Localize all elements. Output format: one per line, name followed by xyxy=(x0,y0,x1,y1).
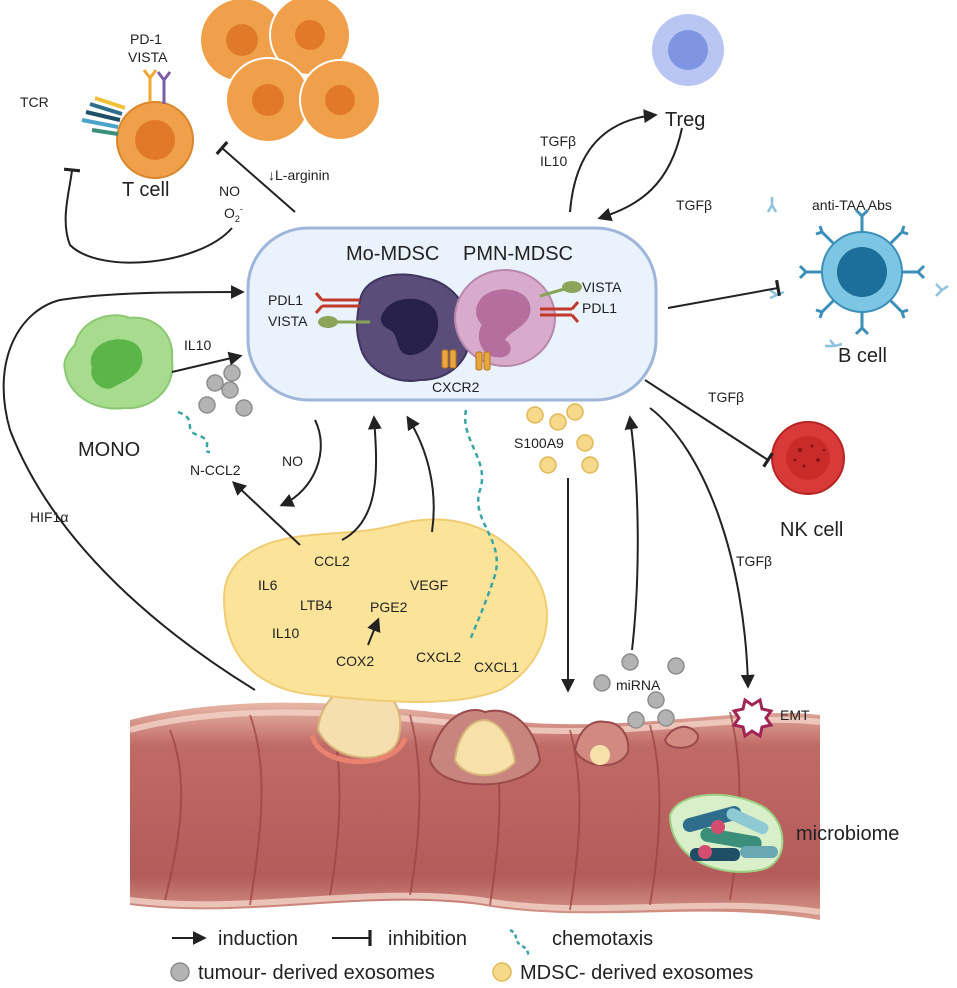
legend-mdsc-exosomes-label: MDSC- derived exosomes xyxy=(520,962,753,984)
pmn-mdsc-cell xyxy=(454,269,556,367)
pd1-label: PD-1 xyxy=(130,31,162,47)
ltb4-label: LTB4 xyxy=(300,597,333,613)
cxcr2-receptor xyxy=(441,349,491,371)
arrow-vegf-to-mdsc xyxy=(406,415,435,533)
inhibit-l-arginin xyxy=(215,140,296,213)
mdsc-exosomes xyxy=(526,403,599,474)
arrow-cox2-pge2 xyxy=(367,617,381,646)
arrow-ccl2-to-mdsc xyxy=(341,415,382,541)
ccl2-label: CCL2 xyxy=(314,553,350,569)
anti-taa-label: anti-TAA Abs xyxy=(812,197,892,213)
pdl1-right-label: PDL1 xyxy=(582,300,617,316)
tumour-exosomes-mirna xyxy=(593,653,685,729)
arrow-mirna-up xyxy=(624,415,639,651)
vista-t-receptor xyxy=(156,71,172,104)
tgfb-treg-out-label: TGFβ xyxy=(540,133,576,149)
arrow-to-treg xyxy=(569,109,658,213)
vegf-label: VEGF xyxy=(410,577,448,593)
cxcl1-label: CXCL1 xyxy=(474,659,519,675)
tgfb-treg-in-label: TGFβ xyxy=(676,197,712,213)
il10-treg-out-label: IL10 xyxy=(540,153,567,169)
vista-left-receptor xyxy=(318,316,370,328)
mirna-label: miRNA xyxy=(616,677,661,693)
tumour-4 xyxy=(663,725,699,749)
treg-cell xyxy=(652,14,724,86)
pge2-label: PGE2 xyxy=(370,599,408,615)
legend-tumour-exosomes-label: tumour- derived exosomes xyxy=(198,962,435,984)
vista-right-receptor xyxy=(539,281,582,298)
microbiome-label: microbiome xyxy=(796,823,899,845)
hif1a-label: HIF1α xyxy=(30,509,68,525)
tcr-receptors xyxy=(81,96,126,136)
inhibit-nk-cell xyxy=(644,379,774,468)
arrow-ccl2-to-nccl2 xyxy=(231,481,301,546)
arrow-no-to-tcell xyxy=(63,167,233,264)
o2-label: O2- xyxy=(224,204,243,224)
t-cell-label: T cell xyxy=(122,179,169,201)
nk-cell-label: NK cell xyxy=(780,519,843,541)
pdl1-left-receptor xyxy=(314,292,360,314)
inhibit-b-cell xyxy=(667,279,782,309)
chemotaxis-mono xyxy=(177,410,211,454)
s100a9-label: S100A9 xyxy=(514,435,564,451)
mo-mdsc-label: Mo-MDSC xyxy=(346,243,439,265)
tumour-exosomes-mono xyxy=(198,364,253,417)
no-mid-label: NO xyxy=(282,453,303,469)
pd1-receptor xyxy=(142,69,158,102)
legend-tumour-exosome-icon xyxy=(170,962,190,982)
tumour-cell-cluster xyxy=(199,0,381,143)
legend-chemotaxis-label: chemotaxis xyxy=(552,928,653,950)
tgfb-nk-label: TGFβ xyxy=(708,389,744,405)
legend: induction inhibition chemotaxis tumour- … xyxy=(170,928,753,984)
tcr-label: TCR xyxy=(20,94,49,110)
pdl1-right-receptor xyxy=(540,301,580,323)
il6-label: IL6 xyxy=(258,577,278,593)
chemotaxis-cxcl xyxy=(463,409,498,641)
legend-inhibition-label: inhibition xyxy=(388,928,467,950)
b-cell xyxy=(798,208,926,336)
vista-left-label: VISTA xyxy=(268,313,308,329)
no-t-label: NO xyxy=(219,183,240,199)
arrow-treg-to-mdsc xyxy=(597,127,683,222)
vista-t-label: VISTA xyxy=(128,49,168,65)
pmn-mdsc-label: PMN-MDSC xyxy=(463,243,573,265)
arrow-tgfb-emt xyxy=(649,407,755,689)
il10-label: IL10 xyxy=(272,625,299,641)
arrow-mono-il10 xyxy=(171,351,243,373)
microbiome-cluster xyxy=(668,793,784,873)
t-cell xyxy=(116,101,194,179)
arrow-hif1a xyxy=(2,285,256,691)
mono-label: MONO xyxy=(78,439,140,461)
treg-label: Treg xyxy=(665,109,705,131)
il10-mono-label: IL10 xyxy=(184,337,211,353)
nk-cell xyxy=(771,421,845,495)
tgfb-emt-label: TGFβ xyxy=(736,553,772,569)
emt-label: EMT xyxy=(780,707,810,723)
emt-star-icon xyxy=(731,697,774,739)
tumour-factor-blob xyxy=(222,518,549,703)
legend-induction-label: induction xyxy=(218,928,298,950)
tumour-2 xyxy=(428,708,542,786)
mono-cell xyxy=(63,314,174,410)
legend-chemotaxis-icon xyxy=(509,928,531,957)
cxcr2-label: CXCR2 xyxy=(432,379,480,395)
arrow-no-mid xyxy=(279,419,322,507)
vista-right-label: VISTA xyxy=(582,279,622,295)
legend-mdsc-exosome-icon xyxy=(492,962,512,982)
cxcl2-label: CXCL2 xyxy=(416,649,461,665)
b-cell-label: B cell xyxy=(838,345,887,367)
cox2-label: COX2 xyxy=(336,653,374,669)
pdl1-left-label: PDL1 xyxy=(268,292,303,308)
l-arginin-label: ↓L-arginin xyxy=(268,167,329,183)
tumour-3 xyxy=(573,720,630,767)
n-ccl2-label: N-CCL2 xyxy=(190,462,241,478)
